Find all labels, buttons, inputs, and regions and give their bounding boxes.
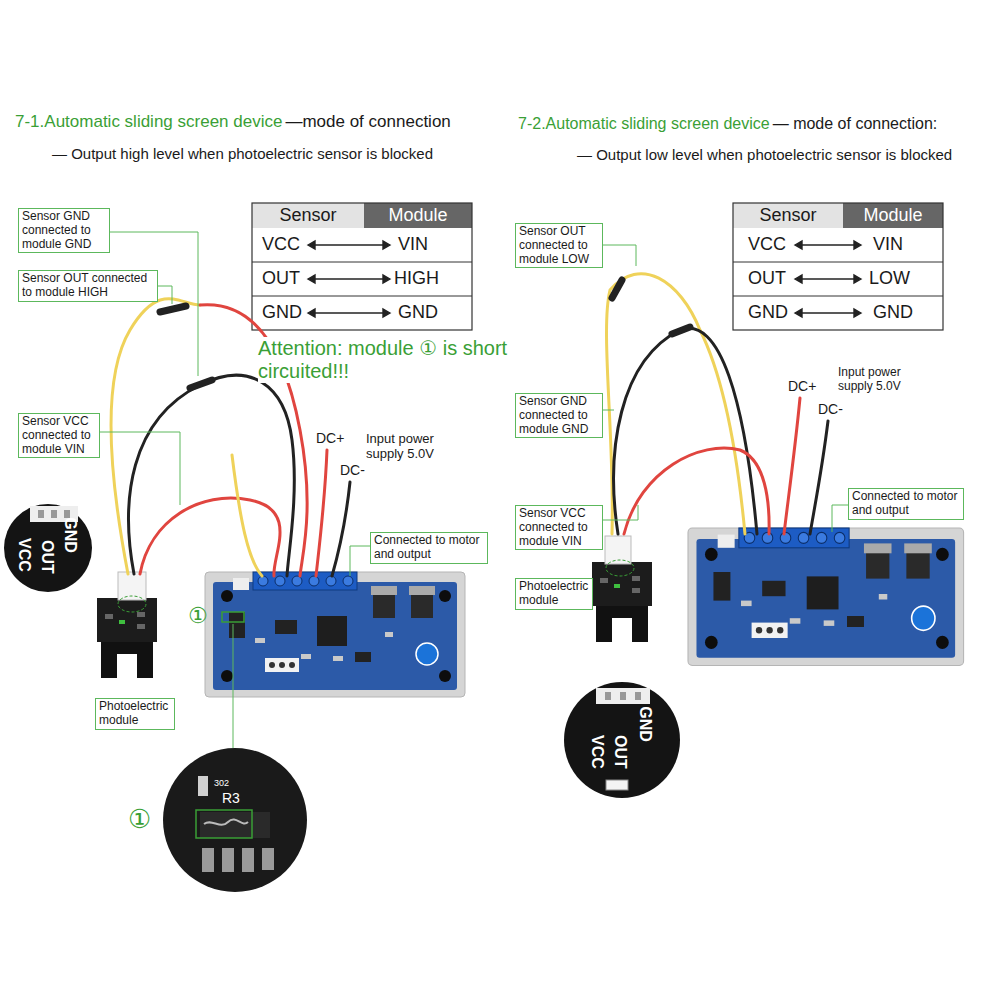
callout-box: Connected to motor and output	[370, 532, 488, 564]
label-text: — mode of connection:	[773, 115, 938, 133]
callout-box: Connected to motor and output	[848, 488, 964, 520]
label-text: Module	[364, 205, 472, 226]
callout-box: Photoelectric module	[95, 698, 175, 730]
label-text: LOW	[869, 268, 910, 289]
callout-text: Connected to motor and output	[374, 534, 484, 562]
label-text: OUT	[262, 268, 300, 289]
callout-box: Photoelectric module	[515, 578, 593, 610]
label-text: R3	[222, 790, 240, 806]
label-text: GND	[61, 517, 79, 553]
label-text: OUT	[748, 268, 786, 289]
label-text: VCC	[748, 234, 786, 255]
callout-box: Sensor VCC connected to module VIN	[515, 505, 603, 550]
callout-text: Sensor VCC connected to module VIN	[22, 415, 96, 456]
callout-text: Sensor VCC connected to module VIN	[519, 507, 599, 548]
label-text: HIGH	[394, 268, 439, 289]
label-text: Input power supply 5.0V	[838, 366, 924, 394]
callout-text: Connected to motor and output	[852, 490, 960, 518]
callout-box: Sensor OUT connected to module LOW	[515, 223, 603, 268]
label-text: GND	[262, 302, 302, 323]
label-text: VCC	[588, 735, 606, 769]
label-text: DC+	[316, 430, 344, 446]
label-text: 7-2.Automatic sliding screen device	[518, 115, 770, 133]
label-text: GND	[398, 302, 438, 323]
callout-text: Sensor GND connected to module GND	[22, 210, 106, 251]
label-text: DC-	[818, 401, 843, 417]
callout-box: Sensor OUT connected to module HIGH	[18, 270, 158, 302]
callout-box: Sensor VCC connected to module VIN	[18, 413, 100, 458]
label-text: DC+	[788, 378, 816, 394]
label-text: Module	[843, 205, 943, 226]
label-text: Input power supply 5.0V	[366, 432, 461, 462]
label-text: Attention: module ① is short circuited!!…	[258, 337, 508, 383]
callout-text: Sensor OUT connected to module LOW	[519, 225, 599, 266]
label-text: ①	[188, 603, 208, 628]
label-text: ①	[128, 805, 151, 835]
label-text: OUT	[38, 540, 56, 574]
label-text: GND	[748, 302, 788, 323]
callout-text: Photoelectric module	[519, 580, 589, 608]
callout-text: Sensor OUT connected to module HIGH	[22, 272, 154, 300]
callout-text: Photoelectric module	[99, 700, 171, 728]
label-text: VIN	[873, 234, 903, 255]
label-text: 302	[214, 778, 229, 788]
callout-text: Sensor GND connected to module GND	[519, 395, 599, 436]
label-text: VIN	[398, 234, 428, 255]
label-text: DC-	[340, 462, 365, 478]
label-text: — Output low level when photoelectric se…	[577, 146, 952, 163]
label-text: 7-1.Automatic sliding screen device	[15, 112, 282, 132]
label-text: VCC	[15, 538, 33, 572]
callout-box: Sensor GND connected to module GND	[515, 393, 603, 438]
label-text: OUT	[611, 735, 629, 769]
label-text: VCC	[262, 234, 300, 255]
label-text: — Output high level when photoelectric s…	[52, 145, 433, 162]
label-text: Sensor	[733, 205, 843, 226]
label-text: Sensor	[252, 205, 364, 226]
callout-box: Sensor GND connected to module GND	[18, 208, 110, 253]
label-text: —mode of connection	[285, 112, 450, 132]
label-text: GND	[873, 302, 913, 323]
label-text: GND	[636, 706, 654, 742]
